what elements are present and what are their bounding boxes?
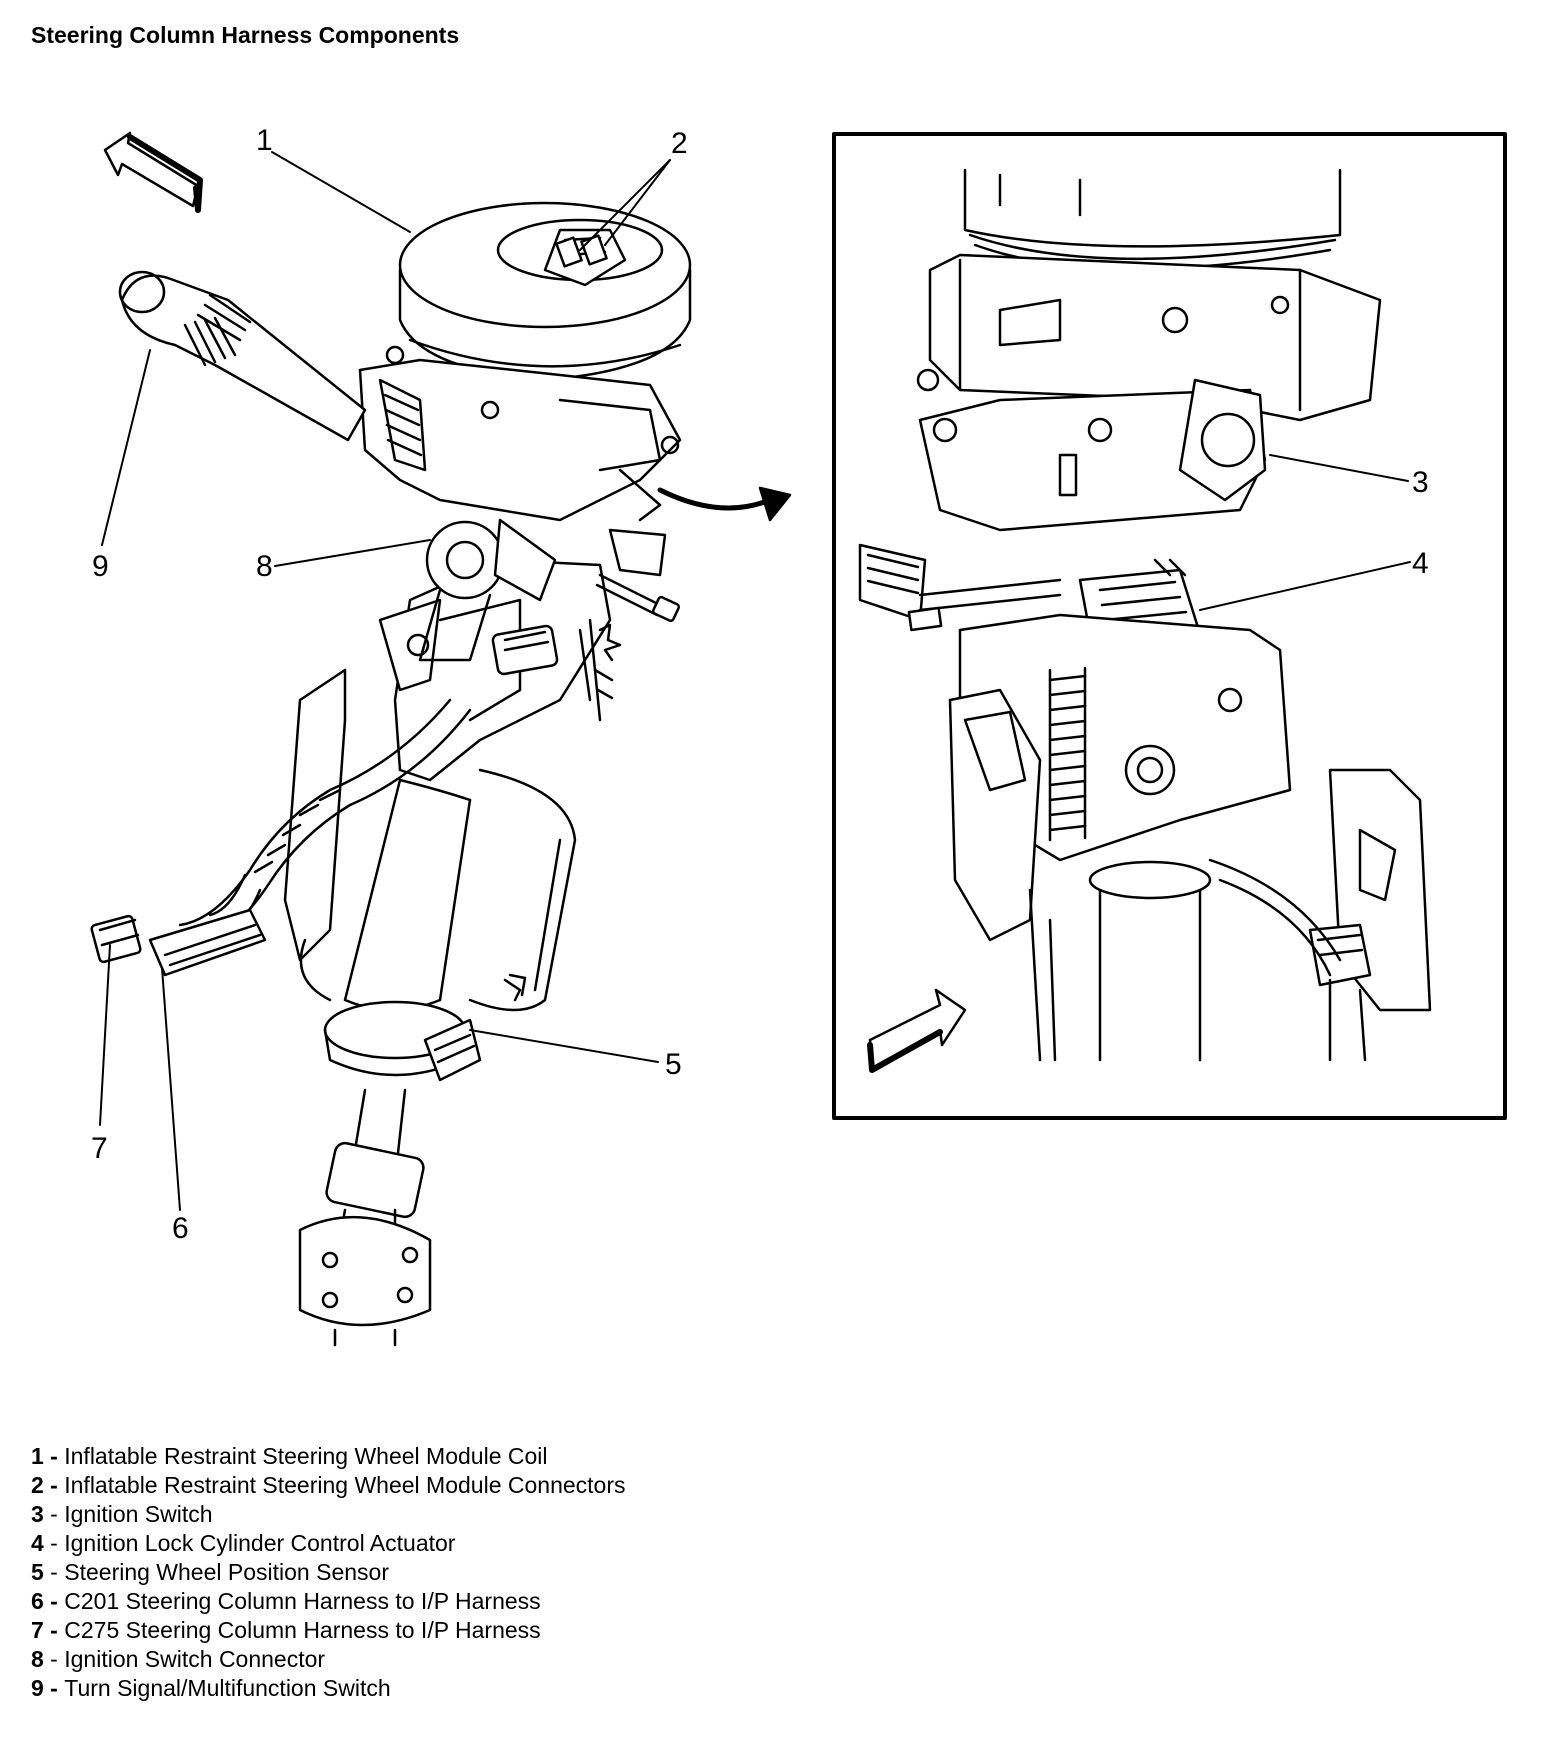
legend-number: 7 [31,1617,44,1643]
ignition-switch [418,518,681,662]
legend-number: 5 [31,1559,44,1585]
legend-item: 3 - Ignition Switch [31,1501,213,1527]
steering-column-diagram: 1 2 3 4 5 6 7 8 9 [90,124,1507,1347]
legend-text: Inflatable Restraint Steering Wheel Modu… [64,1443,548,1469]
callout-1: 1 [256,124,273,157]
column-wiring-harness [90,698,472,977]
legend-item: 6 - C201 Steering Column Harness to I/P … [31,1588,541,1614]
legend-item: 8 - Ignition Switch Connector [31,1646,326,1672]
callout-3: 3 [1412,466,1429,499]
legend-item: 7 - C275 Steering Column Harness to I/P … [31,1617,541,1643]
legend-item: 2 - Inflatable Restraint Steering Wheel … [31,1472,626,1498]
callout-7: 7 [91,1132,108,1165]
legend-text: C201 Steering Column Harness to I/P Harn… [64,1588,541,1614]
legend-number: 8 [31,1646,44,1672]
detail-pointer-arrow-icon [657,486,792,522]
legend-item: 5 - Steering Wheel Position Sensor [31,1559,389,1585]
callout-6: 6 [172,1212,189,1245]
legend-number: 6 [31,1588,44,1614]
legend-number: 3 [31,1501,44,1527]
callout-9: 9 [92,550,109,583]
legend-text: Steering Wheel Position Sensor [64,1559,389,1585]
column-mounting-bracket [283,668,577,1012]
column-housing [378,558,622,782]
legend-item: 1 - Inflatable Restraint Steering Wheel … [31,1443,548,1469]
legend-item: 4 - Ignition Lock Cylinder Control Actua… [31,1530,456,1556]
legend-text: Ignition Switch Connector [64,1646,326,1672]
legend-number: 9 [31,1675,44,1701]
callout-4: 4 [1412,547,1429,580]
callout-5: 5 [665,1048,682,1081]
callout-2: 2 [671,127,688,160]
inset-detail-illustration [858,168,1432,1062]
legend-text: Ignition Switch [64,1501,213,1527]
module-coil [398,201,692,382]
component-legend: 1 - Inflatable Restraint Steering Wheel … [31,1442,626,1703]
legend-text: Turn Signal/Multifunction Switch [64,1675,391,1701]
switch-housing [358,345,682,522]
legend-number: 1 [31,1443,44,1469]
legend-text: C275 Steering Column Harness to I/P Harn… [64,1617,541,1643]
callout-leader-lines [99,151,1411,1211]
legend-text: Ignition Lock Cylinder Control Actuator [64,1530,456,1556]
page-title: Steering Column Harness Components [31,22,460,48]
callout-labels: 1 2 3 4 5 6 7 8 9 [91,124,1429,1245]
steering-position-sensor [423,973,527,1082]
callout-8: 8 [256,550,273,583]
front-direction-arrow-icon [103,131,203,213]
legend-item: 9 - Turn Signal/Multifunction Switch [31,1675,391,1701]
legend-text: Inflatable Restraint Steering Wheel Modu… [64,1472,626,1498]
legend-number: 4 [31,1530,44,1556]
inset-front-direction-arrow-icon [867,988,967,1073]
turn-signal-lever [118,270,367,442]
legend-number: 2 [31,1472,44,1498]
